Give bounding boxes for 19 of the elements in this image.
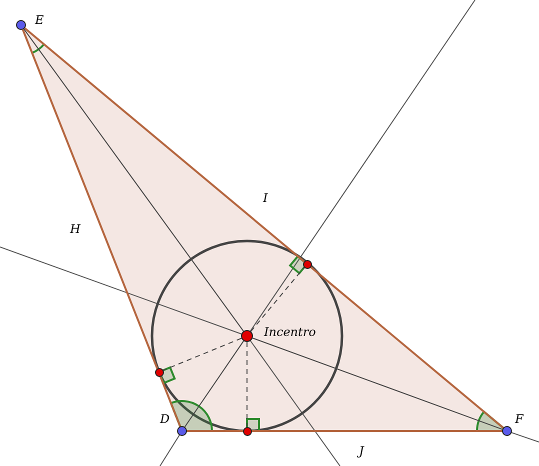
point-label: D xyxy=(160,412,170,426)
vertex-point xyxy=(502,426,512,436)
side-label: I xyxy=(263,191,268,205)
triangle-side xyxy=(22,29,182,427)
triangle-side xyxy=(187,430,502,432)
bisector-line xyxy=(252,338,503,430)
radius-line xyxy=(250,266,305,332)
bisector-line xyxy=(23,28,244,332)
point-label: E xyxy=(35,13,44,27)
side-label: H xyxy=(70,222,80,236)
tangent-point xyxy=(154,368,164,376)
bisector-line xyxy=(184,340,244,428)
point-label: F xyxy=(515,412,524,426)
radius-line xyxy=(246,342,248,427)
vertex-point xyxy=(177,426,187,436)
side-label: J xyxy=(359,444,364,458)
point-label: Incentro xyxy=(264,325,316,339)
radius-line xyxy=(162,338,242,371)
vertex-point xyxy=(16,20,26,30)
